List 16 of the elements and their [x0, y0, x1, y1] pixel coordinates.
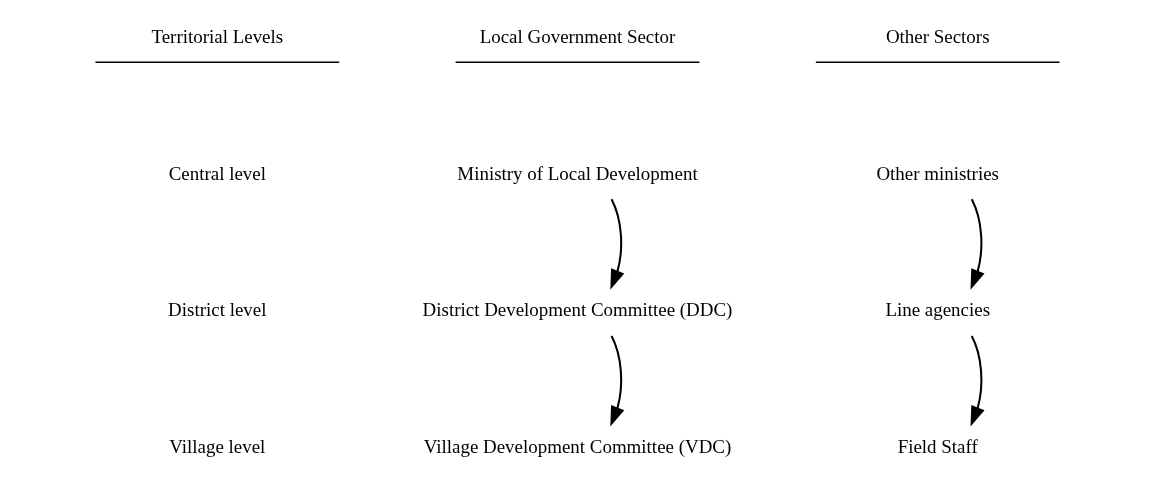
- node-text: Village Development Committee (VDC): [423, 436, 731, 458]
- arrow: [609, 198, 624, 290]
- label: District level: [167, 299, 266, 321]
- label: Village level: [168, 436, 265, 458]
- node-text: Other ministries: [875, 162, 999, 184]
- arrow: [970, 335, 985, 427]
- node-text: Field Staff: [897, 436, 978, 458]
- label: Local Government Sector: [479, 25, 675, 47]
- arrow: [970, 198, 985, 290]
- node-text: District Development Committee (DDC): [422, 299, 732, 321]
- node-text: Line agencies: [884, 299, 990, 321]
- label: Central level: [168, 162, 266, 184]
- arrow: [609, 335, 624, 427]
- label: Territorial Levels: [150, 25, 283, 47]
- node-text: Ministry of Local Development: [456, 162, 698, 184]
- label: Other Sectors: [885, 25, 990, 47]
